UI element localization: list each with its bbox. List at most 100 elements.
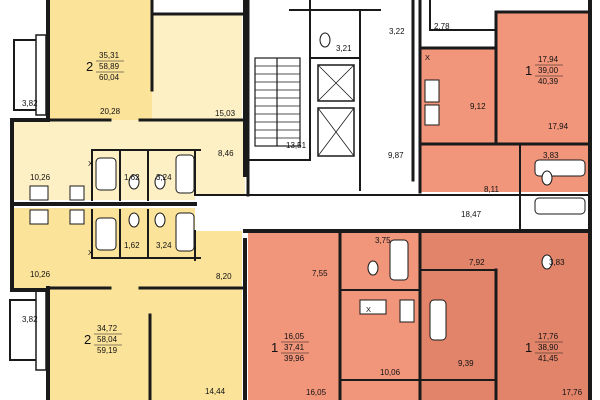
bathtub-icon <box>175 154 195 194</box>
room-area: 2,78 <box>434 22 450 31</box>
total-area: 58,04 <box>97 335 118 344</box>
toilet-icon <box>319 32 331 48</box>
vent-mark: X <box>88 248 93 257</box>
room-area: 3,83 <box>549 258 565 267</box>
sanitary-fixtures <box>29 32 586 341</box>
room-area: 9,87 <box>388 151 404 160</box>
room-count: 2 <box>86 59 93 74</box>
total-area-with-balcony: 59,19 <box>97 346 118 355</box>
room-area: 8,46 <box>218 149 234 158</box>
toilet-icon <box>541 254 553 270</box>
bathtub-icon <box>534 197 586 215</box>
apt-a5-living-room <box>496 231 590 400</box>
total-area: 37,41 <box>284 343 305 352</box>
room-area: 9,12 <box>470 102 486 111</box>
room-area: 7,92 <box>469 258 485 267</box>
room-area: 10,26 <box>30 270 51 279</box>
living-area: 16,05 <box>284 332 305 341</box>
walls <box>9 0 592 400</box>
stove-icon <box>69 185 85 201</box>
room-area: 3,24 <box>156 173 172 182</box>
vent-marks: X X X X <box>88 53 430 314</box>
living-area: 34,72 <box>97 324 118 333</box>
room-area: 16,05 <box>306 388 327 397</box>
room-area: 9,39 <box>458 359 474 368</box>
apartment-badge-a4: 16,05 1 37,41 39,96 <box>271 332 309 363</box>
vent-mark: X <box>366 305 371 314</box>
sink-icon <box>424 104 440 126</box>
stair-lift-core <box>248 0 413 195</box>
room-area: 8,20 <box>216 272 232 281</box>
apt-a2-living-room <box>50 288 150 400</box>
room-area: 13,51 <box>286 141 307 150</box>
corridor <box>195 195 490 231</box>
apt-a2-bedroom <box>150 288 242 400</box>
stove-icon <box>399 299 415 323</box>
apt-a1-bedroom <box>152 14 242 120</box>
room-fills <box>12 0 590 400</box>
total-area-with-balcony: 41,45 <box>538 354 559 363</box>
room-count: 2 <box>84 332 91 347</box>
room-area: 3,83 <box>543 151 559 160</box>
room-count: 1 <box>271 340 278 355</box>
total-area: 58,89 <box>99 62 120 71</box>
toilet-icon <box>128 174 140 190</box>
room-area: 20,28 <box>100 107 121 116</box>
living-area: 17,76 <box>538 332 559 341</box>
toilet-icon <box>154 174 166 190</box>
apartment-badge-a3: 17,94 1 39,00 40,39 <box>525 55 563 86</box>
room-area: 14,44 <box>205 387 226 396</box>
sink-icon <box>29 185 49 201</box>
room-area: 18,47 <box>461 210 482 219</box>
bathtub-icon <box>95 157 117 191</box>
stove-icon <box>69 209 85 225</box>
total-area-with-balcony: 39,96 <box>284 354 305 363</box>
room-area: 3,82 <box>22 99 38 108</box>
staircase <box>254 57 301 147</box>
toilet-icon <box>541 170 553 186</box>
toilet-icon <box>128 212 140 228</box>
room-area: 3,21 <box>336 44 352 53</box>
apt-a1-living-room <box>50 0 152 120</box>
total-area-with-balcony: 40,39 <box>538 77 559 86</box>
room-area: 10,06 <box>380 368 401 377</box>
sink-icon <box>359 299 387 315</box>
sink-icon <box>29 209 49 225</box>
vent-mark: X <box>88 159 93 168</box>
room-area: 15,03 <box>215 109 236 118</box>
room-area: 1,62 <box>124 241 140 250</box>
apartment-badge-a5: 17,76 1 38,90 41,45 <box>525 332 563 363</box>
room-area: 7,55 <box>312 269 328 278</box>
room-area: 3,75 <box>375 236 391 245</box>
room-area: 17,76 <box>562 388 583 397</box>
room-count: 1 <box>525 63 532 78</box>
apt-a4-living-room <box>248 231 340 400</box>
bathtub-icon <box>389 239 409 281</box>
living-area: 35,31 <box>99 51 120 60</box>
bathtub-icon <box>429 299 447 341</box>
room-area: 8,11 <box>484 185 500 194</box>
room-area-labels: 3,82 20,28 15,03 10,26 8,46 1,62 3,24 1,… <box>22 22 583 397</box>
stove-icon <box>424 79 440 103</box>
total-area: 38,90 <box>538 343 559 352</box>
room-area: 3,82 <box>22 315 38 324</box>
room-count: 1 <box>525 340 532 355</box>
elevators <box>317 64 355 157</box>
bathtub-icon <box>95 217 117 251</box>
room-area: 17,94 <box>548 122 569 131</box>
apartment-badge-a1: 35,31 2 58,89 60,04 <box>86 51 124 82</box>
bathtub-icon <box>534 159 586 177</box>
toilet-icon <box>154 212 166 228</box>
room-area: 1,62 <box>124 173 140 182</box>
room-area: 3,24 <box>156 241 172 250</box>
bathtub-icon <box>175 212 195 252</box>
apt-a3-living-room <box>496 12 590 144</box>
living-area: 17,94 <box>538 55 559 64</box>
total-area: 39,00 <box>538 66 559 75</box>
toilet-icon <box>367 260 379 276</box>
apt-a1-hall <box>195 120 245 195</box>
apartment-badges: 35,31 2 58,89 60,04 34,72 2 58,04 59,19 … <box>84 51 563 363</box>
room-area: 10,26 <box>30 173 51 182</box>
room-area: 3,22 <box>389 27 405 36</box>
